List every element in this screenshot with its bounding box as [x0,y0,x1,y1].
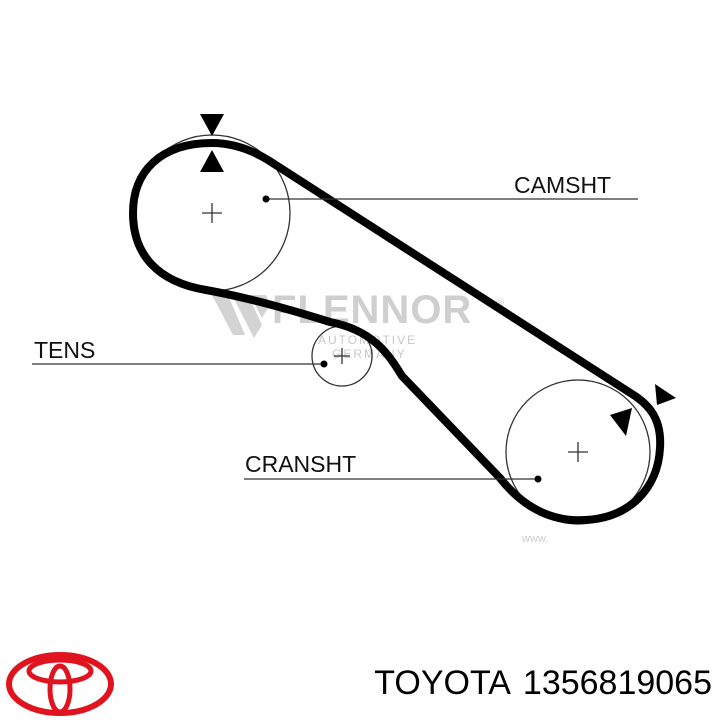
crankshaft-leader [244,475,542,483]
toyota-logo-icon [6,652,114,716]
camshaft-label: CAMSHT [514,172,611,198]
part-number: 1356819065 [522,664,712,702]
timing-belt [129,139,665,525]
watermark-brand: FLENNOR [272,288,472,332]
tensioner-leader [32,360,328,368]
tensioner-center-mark [334,348,350,364]
tensioner-label: TENS [34,337,95,363]
flennor-watermark: FLENNOR ® AUTOMOTIVE GERMANY www. [212,288,548,545]
crankshaft-center-mark [568,442,588,462]
crankshaft-label: CRANSHT [245,451,356,477]
part-caption: TOYOTA 1356819065 [374,658,712,708]
camshaft-leader [262,195,638,203]
camshaft-center-mark [202,203,222,223]
crankshaft-timing-mark [610,384,676,436]
watermark-url: www. [521,533,548,545]
brand-name: TOYOTA [374,664,511,702]
camshaft-timing-mark [200,114,224,172]
watermark-registered: ® [496,297,504,309]
